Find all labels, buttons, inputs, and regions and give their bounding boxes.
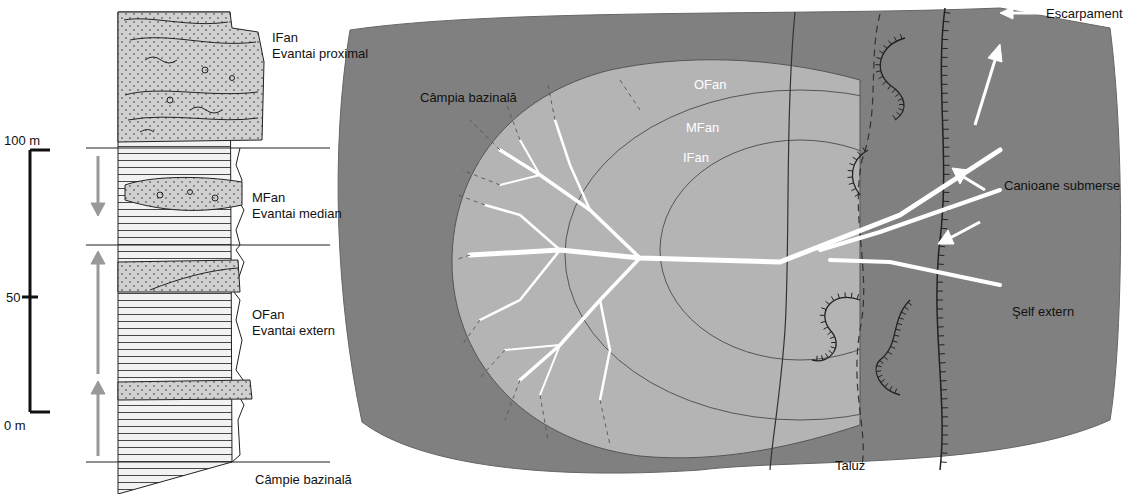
unit-description: Evantai proximal	[272, 46, 368, 61]
unit-name: OFan	[252, 307, 285, 322]
fan-zone-label: MFan	[686, 120, 719, 135]
unit-name: MFan	[252, 190, 285, 205]
unit-description: Evantai median	[252, 206, 342, 221]
region-label: Câmpia bazinală	[420, 90, 517, 105]
unit-name: Câmpie bazinală	[255, 472, 352, 487]
region-label: Taluz	[835, 458, 865, 473]
scale-value: 50	[6, 290, 20, 305]
fan-zone-label: IFan	[683, 150, 709, 165]
region-label: Şelf extern	[1012, 304, 1074, 319]
callout-label: Canioane submerse	[1004, 178, 1120, 193]
fan-zone-label: OFan	[694, 77, 727, 92]
unit-description: Evantai extern	[252, 323, 335, 338]
scale-value: 100 m	[4, 133, 40, 148]
unit-name: IFan	[272, 30, 298, 45]
scale-value: 0 m	[4, 418, 26, 433]
region-label: Escarpament	[1046, 6, 1123, 21]
